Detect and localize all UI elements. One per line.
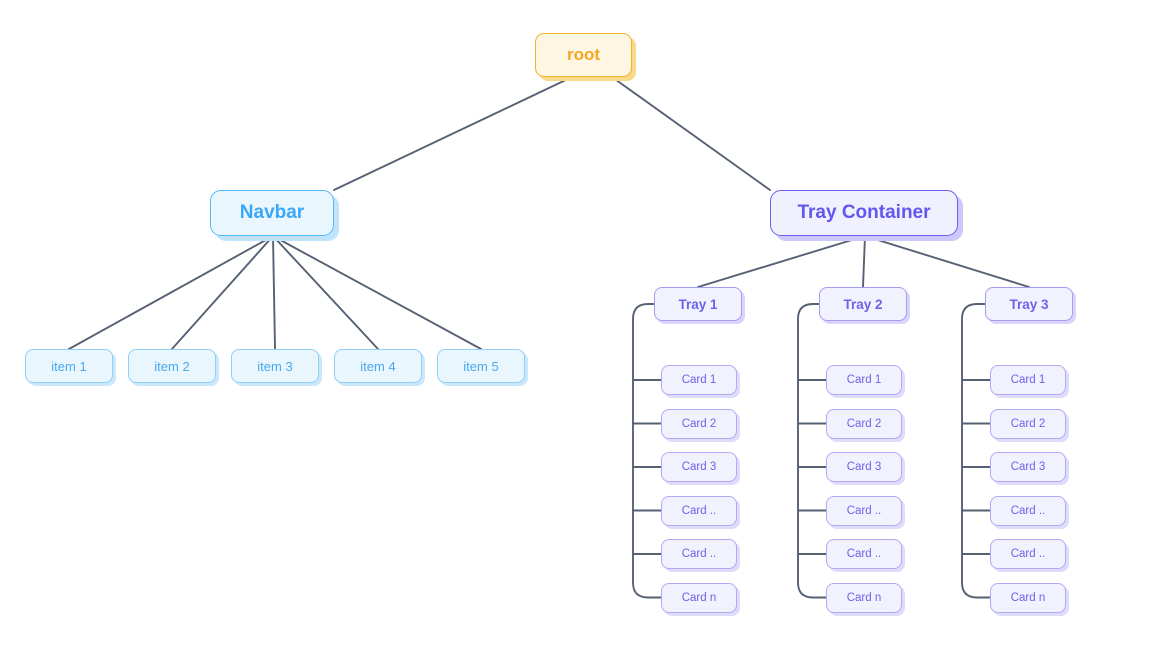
node-card-label: Card .. bbox=[846, 504, 882, 517]
node-card-tray2-6[interactable]: Card n bbox=[826, 582, 902, 613]
edge-navbar-item-3 bbox=[272, 235, 276, 350]
node-card-tray3-2[interactable]: Card 2 bbox=[990, 408, 1066, 439]
node-tray-label: Tray 2 bbox=[843, 296, 883, 312]
edge-trunk-tray-1 bbox=[632, 303, 662, 599]
node-card-tray1-5[interactable]: Card .. bbox=[661, 539, 737, 569]
edge-tray-container-tray-3 bbox=[864, 235, 1030, 288]
node-navbar-label: Navbar bbox=[239, 202, 305, 223]
node-card-label: Card 1 bbox=[681, 374, 717, 386]
node-card-tray1-4[interactable]: Card .. bbox=[661, 495, 737, 526]
node-card-tray1-2[interactable]: Card 2 bbox=[661, 408, 737, 439]
edge-navbar-item-4 bbox=[272, 235, 379, 350]
node-item-label: item 4 bbox=[360, 358, 396, 374]
node-card-label: Card n bbox=[846, 591, 882, 604]
edge-navbar-item-5 bbox=[272, 235, 482, 350]
node-card-label: Card 2 bbox=[681, 417, 717, 430]
node-item-5[interactable]: item 5 bbox=[437, 349, 525, 383]
node-tray-1[interactable]: Tray 1 bbox=[654, 287, 742, 321]
node-card-label: Card 3 bbox=[846, 461, 882, 473]
node-item-label: item 5 bbox=[463, 358, 499, 374]
edge-tray-container-tray-1 bbox=[697, 235, 866, 288]
node-item-4[interactable]: item 4 bbox=[334, 349, 422, 383]
node-card-tray3-3[interactable]: Card 3 bbox=[990, 452, 1066, 482]
node-card-tray2-1[interactable]: Card 1 bbox=[826, 365, 902, 395]
node-card-tray1-3[interactable]: Card 3 bbox=[661, 452, 737, 482]
edge-trunk-tray-2 bbox=[797, 303, 827, 599]
node-tray-3[interactable]: Tray 3 bbox=[985, 287, 1073, 321]
node-card-label: Card n bbox=[1010, 591, 1046, 604]
node-tray-container-label: Tray Container bbox=[797, 202, 931, 223]
edge-trunk-tray-3 bbox=[961, 303, 991, 599]
node-card-tray1-1[interactable]: Card 1 bbox=[661, 365, 737, 395]
node-tray-label: Tray 1 bbox=[678, 296, 718, 312]
node-card-label: Card 1 bbox=[1010, 374, 1046, 386]
node-card-label: Card n bbox=[681, 591, 717, 604]
edge-tray-container-tray-2 bbox=[862, 235, 866, 288]
node-item-2[interactable]: item 2 bbox=[128, 349, 216, 383]
node-item-label: item 3 bbox=[257, 358, 293, 374]
node-card-label: Card .. bbox=[1010, 504, 1046, 517]
node-card-tray3-4[interactable]: Card .. bbox=[990, 495, 1066, 526]
node-card-tray2-3[interactable]: Card 3 bbox=[826, 452, 902, 482]
node-item-label: item 2 bbox=[154, 358, 190, 374]
edge-root-navbar bbox=[333, 76, 573, 191]
edge-navbar-item-1 bbox=[68, 235, 274, 350]
node-item-1[interactable]: item 1 bbox=[25, 349, 113, 383]
edge-root-tray-container bbox=[611, 76, 771, 191]
node-card-label: Card 3 bbox=[1010, 461, 1046, 473]
edge-navbar-item-2 bbox=[171, 235, 274, 350]
node-navbar[interactable]: Navbar bbox=[210, 190, 334, 236]
node-tray-label: Tray 3 bbox=[1009, 296, 1049, 312]
node-card-tray2-4[interactable]: Card .. bbox=[826, 495, 902, 526]
node-item-label: item 1 bbox=[51, 358, 87, 374]
node-card-tray1-6[interactable]: Card n bbox=[661, 582, 737, 613]
node-card-tray2-5[interactable]: Card .. bbox=[826, 539, 902, 569]
node-card-label: Card .. bbox=[681, 548, 717, 560]
node-card-label: Card .. bbox=[1010, 548, 1046, 560]
node-card-tray3-5[interactable]: Card .. bbox=[990, 539, 1066, 569]
node-card-tray3-6[interactable]: Card n bbox=[990, 582, 1066, 613]
node-card-label: Card .. bbox=[846, 548, 882, 560]
node-root[interactable]: root bbox=[535, 33, 632, 77]
node-item-3[interactable]: item 3 bbox=[231, 349, 319, 383]
node-card-tray3-1[interactable]: Card 1 bbox=[990, 365, 1066, 395]
node-card-label: Card .. bbox=[681, 504, 717, 517]
node-card-label: Card 3 bbox=[681, 461, 717, 473]
node-tray-container[interactable]: Tray Container bbox=[770, 190, 958, 236]
node-card-label: Card 1 bbox=[846, 374, 882, 386]
node-tray-2[interactable]: Tray 2 bbox=[819, 287, 907, 321]
node-card-tray2-2[interactable]: Card 2 bbox=[826, 408, 902, 439]
node-root-label: root bbox=[566, 45, 601, 64]
node-card-label: Card 2 bbox=[846, 417, 882, 430]
node-card-label: Card 2 bbox=[1010, 417, 1046, 430]
